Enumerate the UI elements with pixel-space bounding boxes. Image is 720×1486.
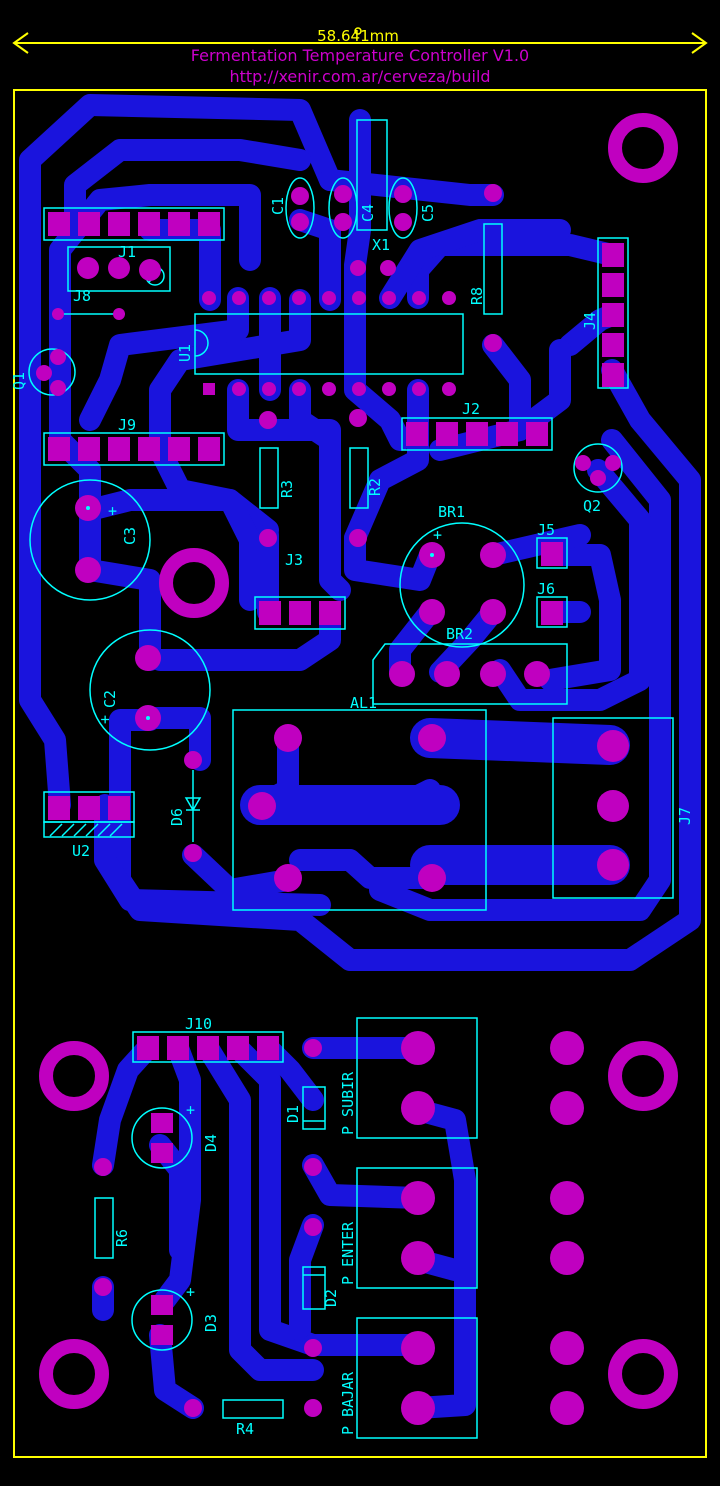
label-al1: AL1: [350, 694, 377, 712]
dimension-line: [12, 32, 708, 54]
label-br1: BR1: [438, 503, 465, 521]
label-r8: R8: [468, 287, 486, 305]
board-url: http://xenir.com.ar/cerveza/build: [229, 67, 490, 86]
label-r4: R4: [236, 1420, 254, 1438]
label-p-subir: P SUBIR: [339, 1071, 357, 1135]
label-d3: D3: [202, 1314, 220, 1332]
label-j6: J6: [537, 580, 555, 598]
label-j5: J5: [537, 521, 555, 539]
label-d4: D4: [202, 1134, 220, 1152]
dimension-marker: [354, 27, 362, 35]
silkscreen-outlines: [28, 119, 674, 1439]
label-p-enter: P ENTER: [339, 1221, 357, 1285]
mounting-holes: [39, 113, 678, 1409]
plus-c2: +: [96, 715, 114, 724]
plus-d3: +: [186, 1283, 195, 1301]
label-d2: D2: [322, 1289, 340, 1307]
label-r2: R2: [366, 478, 384, 496]
u2-hatch: [49, 823, 123, 837]
pad-holes: [86, 506, 434, 720]
label-q1: Q1: [10, 372, 28, 390]
label-d1: D1: [284, 1105, 302, 1123]
label-p-bajar: P BAJAR: [339, 1371, 357, 1435]
label-u2: U2: [72, 842, 90, 860]
label-j4: J4: [581, 312, 599, 330]
label-c5: C5: [419, 204, 437, 222]
label-j3: J3: [285, 551, 303, 569]
dimension-text: 58.641mm: [317, 27, 399, 45]
plus-d4: +: [186, 1101, 195, 1119]
label-c1: C1: [269, 197, 287, 215]
label-x1: X1: [372, 236, 390, 254]
label-j1: J1: [118, 243, 136, 261]
plus-c3: +: [108, 502, 117, 520]
label-c2: C2: [101, 690, 119, 708]
label-q2: Q2: [583, 497, 601, 515]
label-c3: C3: [121, 527, 139, 545]
pads: [36, 184, 629, 1425]
label-r3: R3: [278, 480, 296, 498]
label-u1: U1: [176, 344, 194, 362]
label-c4: C4: [359, 204, 377, 222]
plus-br1: +: [433, 526, 442, 544]
label-j9: J9: [118, 416, 136, 434]
label-j2: J2: [462, 400, 480, 418]
label-j8: J8: [73, 287, 91, 305]
label-br2: BR2: [446, 625, 473, 643]
label-j10: J10: [185, 1015, 212, 1033]
board-outline: [13, 89, 707, 1458]
board-title: Fermentation Temperature Controller V1.0: [191, 46, 529, 65]
label-r6: R6: [113, 1229, 131, 1247]
label-d6: D6: [168, 808, 186, 826]
label-j7: J7: [676, 807, 694, 825]
